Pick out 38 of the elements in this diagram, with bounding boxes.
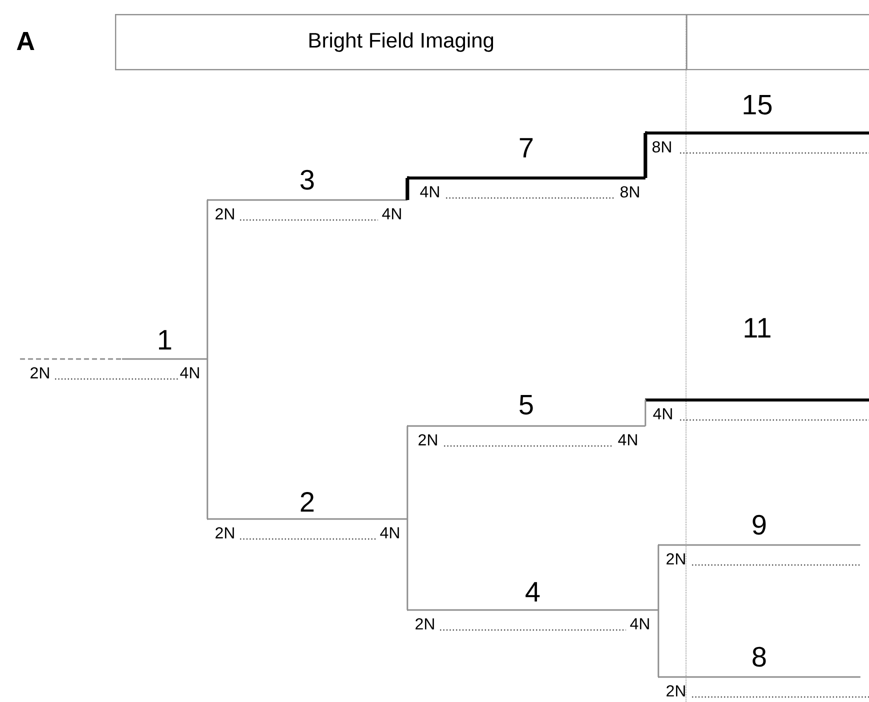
ploidy-label: 2N: [216, 208, 234, 220]
branch-connector: [206, 199, 208, 359]
header-box: Bright Field Imaging: [115, 14, 688, 70]
branch-connector: [643, 131, 648, 178]
branch-connector: [406, 519, 408, 611]
ploidy-label: 4N: [180, 367, 199, 378]
cell-branch: 2: [207, 492, 408, 520]
branch-connector: [644, 399, 646, 426]
cell-branch: 8: [658, 646, 860, 678]
cell-branch: 1: [20, 330, 208, 360]
ploidy-label: 2N: [666, 553, 685, 564]
cell-branch: 11: [645, 318, 869, 402]
cell-branch: 9: [658, 514, 860, 546]
cell-branch: 15: [645, 95, 869, 134]
cell-branch: 4: [407, 582, 658, 611]
ploidy-label: 2N: [416, 618, 434, 630]
cell-branch: 7: [407, 138, 646, 180]
ploidy-label: 2N: [30, 367, 49, 378]
ploidy-label: 4N: [630, 618, 649, 630]
branch-connector: [657, 610, 660, 678]
branch-connector: [405, 176, 410, 200]
ploidy-label: 4N: [380, 527, 399, 538]
panel-letter: A: [16, 32, 34, 50]
cell-branch: 3: [207, 170, 408, 201]
ploidy-label: 4N: [382, 208, 401, 220]
ploidy-label: 4N: [653, 408, 672, 420]
ploidy-label: 4N: [618, 434, 637, 446]
cell-branch: 5: [407, 395, 646, 427]
ploidy-label: 8N: [652, 141, 671, 153]
header-box: [686, 14, 869, 70]
ploidy-label: 2N: [418, 434, 437, 446]
branch-connector: [657, 544, 660, 610]
branch-connector: [206, 359, 208, 520]
ploidy-label: 8N: [620, 186, 639, 198]
ploidy-label: 2N: [666, 685, 685, 696]
ploidy-label: 4N: [420, 186, 439, 198]
branch-connector: [406, 425, 408, 519]
ploidy-label: 2N: [216, 527, 234, 538]
